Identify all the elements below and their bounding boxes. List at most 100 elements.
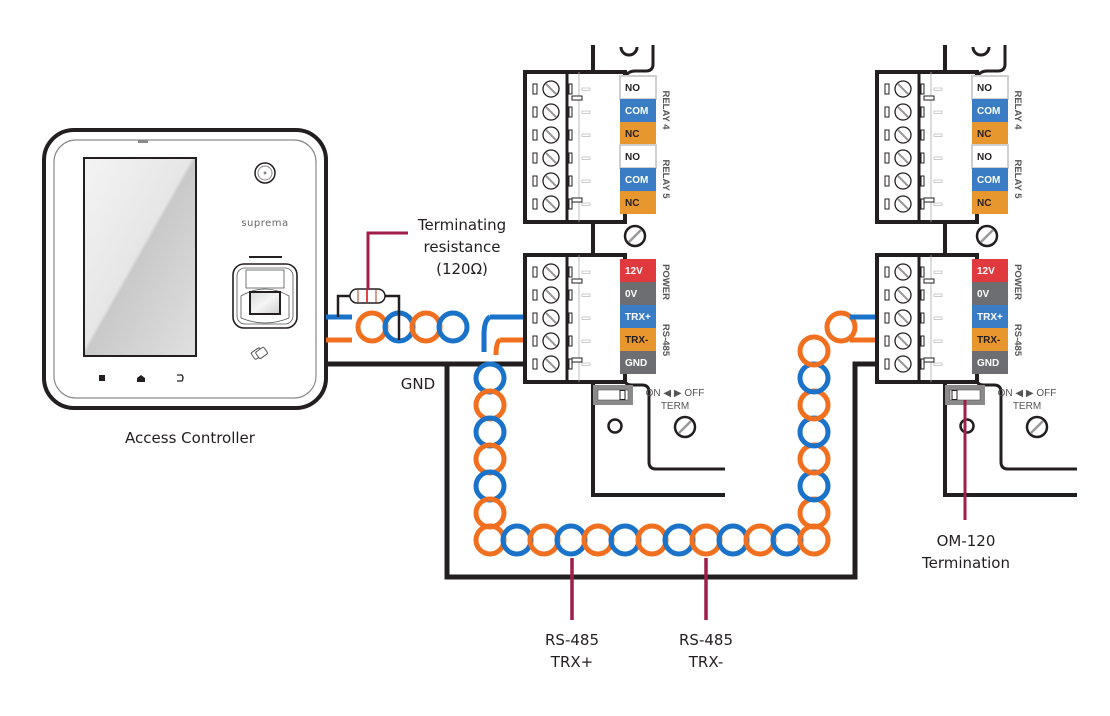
power-pin	[581, 362, 591, 366]
latch	[923, 357, 935, 363]
relay-label-bg	[620, 99, 656, 122]
relay-pin-slot	[884, 83, 890, 95]
relay-screw-slot	[897, 175, 909, 187]
power-pin	[581, 270, 591, 274]
twist-loop	[500, 523, 534, 557]
relay-screw-slot	[545, 83, 557, 95]
latch	[923, 95, 935, 101]
board-edge	[943, 380, 1077, 497]
relay-pin-slot	[568, 83, 573, 95]
relay-pin	[933, 202, 943, 206]
relay-group-label: RELAY 4	[1012, 90, 1023, 130]
relay-pin-slot	[532, 129, 538, 141]
power-pin-slot	[568, 312, 573, 324]
relay-pin-slot	[920, 83, 925, 95]
mount-hole	[607, 418, 623, 434]
power-screw-slot	[897, 335, 909, 347]
power-group-label: POWER	[1012, 264, 1023, 300]
relay-pin	[933, 87, 943, 91]
power-terminal-label: 0V	[977, 289, 990, 300]
twist-loop	[409, 310, 443, 344]
twist-loop	[355, 310, 389, 344]
back-icon[interactable]	[177, 374, 184, 382]
rs485-twisted-pair	[326, 310, 877, 557]
power-pin-slot	[884, 289, 890, 301]
relay-terminal-label: COM	[625, 175, 648, 186]
relay-label-bg	[620, 168, 656, 191]
power-pin-slot	[884, 312, 890, 324]
resistor-callout-line	[366, 231, 408, 290]
touch-screen	[83, 157, 197, 357]
relay-screw-slot	[545, 129, 557, 141]
relay-screw-slot	[897, 83, 909, 95]
power-terminal-label: 12V	[977, 266, 995, 277]
relay-terminal-label: NC	[977, 198, 991, 209]
relay-terminal-label: COM	[977, 175, 1000, 186]
relay-screw-slot	[897, 152, 909, 164]
relay-label-bg	[620, 191, 656, 214]
om120-callout-line2: Termination	[921, 554, 1010, 572]
camera-icon	[254, 162, 276, 184]
relay-pin-slot	[532, 83, 538, 95]
board-edge	[591, 380, 725, 497]
power-connector	[875, 253, 979, 384]
twist-loop	[797, 388, 831, 422]
twist-loop	[743, 523, 777, 557]
twist-loop	[797, 523, 831, 557]
relay-screw-slot	[897, 198, 909, 210]
power-pin-slot	[532, 358, 538, 370]
relay-pin-slot	[568, 129, 573, 141]
relay-terminal-label: COM	[977, 106, 1000, 117]
mount-hole-top	[971, 46, 991, 57]
power-screw-slot	[545, 266, 557, 278]
relay-terminal-label: NC	[625, 129, 639, 140]
twist-loop	[770, 523, 804, 557]
power-connector	[523, 253, 627, 384]
twist-loop	[662, 523, 696, 557]
term-label: TERM	[661, 401, 689, 412]
power-label-bg	[620, 328, 656, 351]
relay-pin	[581, 110, 591, 114]
relay-pin	[581, 156, 591, 160]
power-pin	[933, 270, 943, 274]
power-terminal-label: 0V	[625, 289, 638, 300]
access-controller: suprema Access Controller	[42, 128, 328, 447]
relay-pin-slot	[532, 152, 538, 164]
relay-pin-slot	[920, 198, 925, 210]
relay-screw-slot	[545, 175, 557, 187]
relay-label-bg	[972, 191, 1008, 214]
relay-group-label: RELAY 5	[1012, 159, 1023, 199]
term-switch-knob[interactable]	[951, 390, 958, 400]
relay-pin-slot	[532, 198, 538, 210]
home-icon[interactable]	[137, 375, 145, 382]
stop-icon[interactable]	[99, 375, 105, 381]
power-group-label: RS-485	[1012, 324, 1023, 357]
power-pin-slot	[568, 289, 573, 301]
board-edge	[975, 379, 1077, 471]
power-group-label: RS-485	[660, 324, 671, 357]
resistor-caption-line1: Terminating	[417, 216, 506, 234]
power-screw-slot	[545, 335, 557, 347]
twist-loop	[716, 523, 750, 557]
power-label-bg	[972, 328, 1008, 351]
relay-pin	[933, 179, 943, 183]
term-switch-knob[interactable]	[619, 390, 626, 400]
term-switch-label: ON ◀ ▶ OFF	[646, 388, 705, 399]
power-screw-slot	[545, 358, 557, 370]
relay-pin-slot	[568, 106, 573, 118]
power-label-bg	[972, 282, 1008, 305]
trx-minus-callout-line1: RS-485	[679, 631, 733, 649]
twist-loop	[554, 523, 588, 557]
relay-pin-slot	[568, 175, 573, 187]
twist-loop	[473, 523, 507, 557]
power-terminal-label: GND	[625, 358, 647, 369]
relay-screw-slot	[545, 152, 557, 164]
power-group-label: POWER	[660, 264, 671, 300]
relay-terminal-label: COM	[625, 106, 648, 117]
twist-loop	[608, 523, 642, 557]
relay-screw-slot	[897, 106, 909, 118]
power-terminal-label: TRX-	[977, 335, 1000, 346]
power-label-bg	[972, 351, 1008, 374]
power-pin	[581, 293, 591, 297]
